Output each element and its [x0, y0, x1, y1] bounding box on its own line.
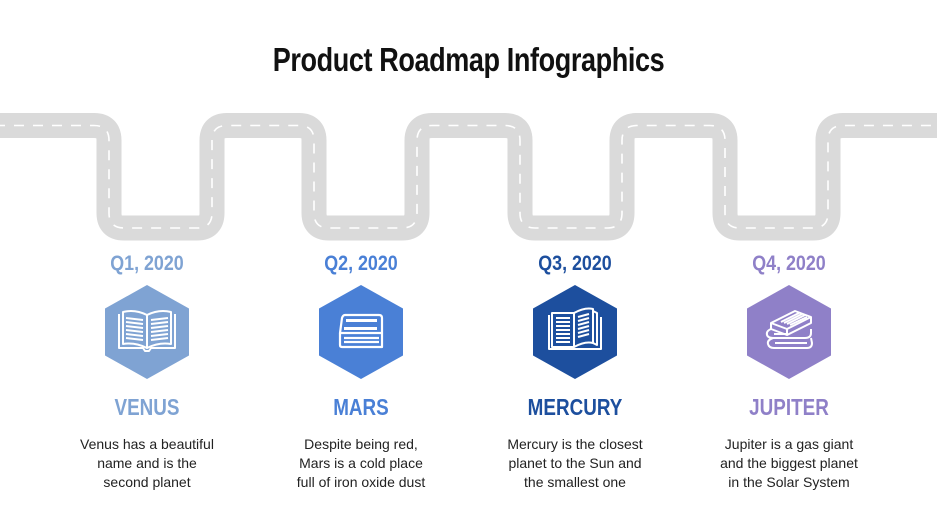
description-line: in the Solar System: [728, 474, 850, 490]
description-line: Mars is a cold place: [299, 455, 423, 471]
description-line: Mercury is the closest: [507, 436, 643, 452]
milestone-description: Mercury is the closest planet to the Sun…: [485, 435, 665, 492]
description-line: Jupiter is a gas giant: [724, 436, 854, 452]
description-line: name and is the: [97, 455, 197, 471]
open-book-icon: [105, 285, 189, 379]
milestone-q4: Q4, 2020 JUPITER Jupiter is a gas giant …: [689, 250, 889, 492]
description-line: full of iron oxide dust: [296, 474, 426, 490]
planet-name: MARS: [333, 394, 389, 420]
milestone-description: Venus has a beautiful name and is the se…: [57, 435, 237, 492]
planet-name: MERCURY: [527, 394, 623, 420]
description-line: and the biggest planet: [720, 455, 858, 471]
milestone-q1: Q1, 2020 VENUS Venus has a beautiful nam…: [47, 250, 247, 492]
planet-name: JUPITER: [749, 394, 829, 420]
quarter-label: Q3, 2020: [538, 252, 612, 275]
description-line: Venus has a beautiful: [80, 436, 214, 452]
quarter-label: Q2, 2020: [324, 252, 398, 275]
quarter-label: Q1, 2020: [110, 252, 184, 275]
description-line: Despite being red,: [304, 436, 418, 452]
description-line: second planet: [103, 474, 191, 490]
description-line: planet to the Sun and: [508, 455, 642, 471]
book-stack-icon: [747, 285, 831, 379]
reading-book-icon: [533, 285, 617, 379]
description-line: the smallest one: [524, 474, 626, 490]
milestone-description: Despite being red, Mars is a cold place …: [271, 435, 451, 492]
milestone-q2: Q2, 2020 MARS Despite being red, Mars is…: [261, 250, 461, 492]
planet-name: VENUS: [114, 394, 180, 420]
closed-book-icon: [319, 285, 403, 379]
milestone-description: Jupiter is a gas giant and the biggest p…: [699, 435, 879, 492]
milestone-q3: Q3, 2020 MERCURY Mercury is the closest …: [475, 250, 675, 492]
page-title: Product Roadmap Infographics: [272, 41, 665, 78]
quarter-label: Q4, 2020: [752, 252, 826, 275]
